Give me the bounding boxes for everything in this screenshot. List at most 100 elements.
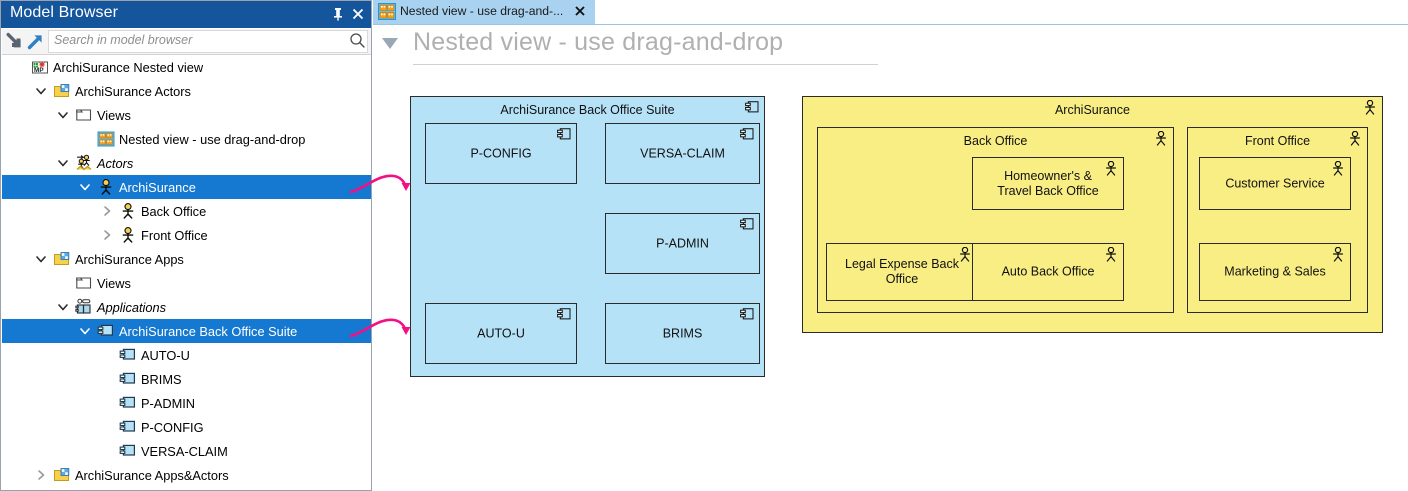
chevron-down-icon[interactable]	[56, 156, 70, 170]
collapse-all-icon[interactable]	[4, 31, 25, 52]
actor-icon	[960, 247, 970, 262]
chevron-right-icon[interactable]	[100, 228, 114, 242]
tree-item-archisurance-apps-actors[interactable]: ArchiSurance Apps&Actors	[2, 463, 371, 487]
actor-icon	[1333, 161, 1343, 176]
tree-item-label: ArchiSurance Actors	[75, 83, 191, 99]
component-icon	[119, 444, 136, 456]
actor-icon	[100, 179, 112, 195]
svg-text:MP: MP	[34, 67, 44, 74]
view-title: Nested view - use drag-and-drop	[413, 28, 784, 56]
actor-icon	[1365, 100, 1375, 115]
tab-nested-view[interactable]: Nested view - use drag-and-...	[373, 0, 595, 24]
editor-tabstrip: Nested view - use drag-and-...	[373, 0, 1408, 25]
node-label: Customer Service	[1225, 176, 1325, 190]
node-label: Homeowner's & Travel Back Office	[997, 168, 1099, 198]
node-auto-u[interactable]: AUTO-U	[425, 303, 577, 364]
actor-icon	[122, 203, 134, 219]
pin-icon[interactable]	[329, 5, 347, 23]
link-with-editor-icon[interactable]	[25, 31, 46, 52]
tree-item-label: Views	[97, 275, 131, 291]
model-browser-panel: Model Browser	[0, 0, 372, 491]
component-icon	[119, 372, 136, 384]
tree-item-auto-u[interactable]: AUTO-U	[2, 343, 371, 367]
actor-icon	[1106, 247, 1116, 262]
folder-model-icon	[54, 84, 70, 97]
close-icon[interactable]	[573, 4, 587, 18]
node-front-office[interactable]: Front Office Customer Service Marketi	[1187, 127, 1368, 313]
node-label: P-CONFIG	[470, 146, 532, 160]
tree-item-p-admin[interactable]: P-ADMIN	[2, 391, 371, 415]
tree-item-archisurance-back-office-suite[interactable]: ArchiSurance Back Office Suite	[2, 319, 371, 343]
tree-item-label: Applications	[97, 299, 167, 315]
tree-item-applications[interactable]: Applications	[2, 295, 371, 319]
tree-item-archisurance[interactable]: ArchiSurance	[2, 175, 371, 199]
actor-icon	[1106, 161, 1116, 176]
node-auto-back-office[interactable]: Auto Back Office	[972, 243, 1124, 301]
node-label: AUTO-U	[477, 326, 525, 340]
tree-item-p-config[interactable]: P-CONFIG	[2, 415, 371, 439]
chevron-down-icon[interactable]	[34, 252, 48, 266]
tree-item-archisurance-apps[interactable]: ArchiSurance Apps	[2, 247, 371, 271]
tree-item-label: ArchiSurance Nested view	[53, 59, 204, 75]
chevron-down-icon[interactable]	[56, 108, 70, 122]
chevron-right-icon[interactable]	[34, 468, 48, 482]
component-icon	[119, 348, 136, 360]
tree-item-nested-view-use-drag-and-drop[interactable]: Nested view - use drag-and-drop	[2, 127, 371, 151]
tree-item-label: ArchiSurance Apps&Actors	[75, 467, 229, 483]
node-customer-service[interactable]: Customer Service	[1199, 157, 1351, 210]
node-homeowners-travel-back-office[interactable]: Homeowner's & Travel Back Office	[972, 157, 1124, 210]
chevron-right-icon[interactable]	[100, 204, 114, 218]
node-label: P-ADMIN	[656, 236, 709, 250]
diagram-canvas[interactable]: ArchiSurance Back Office Suite P-CONFIG	[373, 69, 1408, 491]
search-input[interactable]	[48, 30, 368, 53]
model-browser-toolbar: Search in model browser	[2, 29, 371, 55]
tree-item-views[interactable]: Views	[2, 103, 371, 127]
tree-item-label: ArchiSurance Apps	[75, 251, 184, 267]
node-actor-group[interactable]: ArchiSurance Back Office Homeowner's & T…	[802, 96, 1383, 333]
tree-item-archisurance-actors[interactable]: ArchiSurance Actors	[2, 79, 371, 103]
tree-item-versa-claim[interactable]: VERSA-CLAIM	[2, 439, 371, 463]
chevron-down-icon[interactable]	[56, 300, 70, 314]
arrow-back-office-suite	[349, 318, 411, 338]
close-icon[interactable]	[349, 5, 367, 23]
actors-group-icon	[76, 154, 92, 171]
tree-item-label: Views	[97, 107, 131, 123]
component-icon	[740, 218, 754, 230]
node-marketing-sales[interactable]: Marketing & Sales	[1199, 243, 1351, 301]
node-p-admin[interactable]: P-ADMIN	[605, 213, 760, 274]
search-icon[interactable]	[349, 32, 366, 49]
tree-item-front-office[interactable]: Front Office	[2, 223, 371, 247]
tree-item-views[interactable]: Views	[2, 271, 371, 295]
search-placeholder: Search in model browser	[54, 33, 193, 47]
folder-icon	[76, 277, 92, 289]
node-p-config[interactable]: P-CONFIG	[425, 123, 577, 184]
arrow-archisurance-actor	[349, 174, 411, 194]
view-icon	[97, 131, 115, 147]
node-legal-expense-back-office[interactable]: Legal Expense Back Office	[826, 243, 978, 301]
chevron-down-icon[interactable]	[78, 180, 92, 194]
component-icon	[119, 420, 136, 432]
tree-item-brims[interactable]: BRIMS	[2, 367, 371, 391]
tree-item-archisurance-nested-view[interactable]: MP ArchiSurance Nested view	[2, 55, 371, 79]
node-brims[interactable]: BRIMS	[605, 303, 760, 364]
node-back-office[interactable]: Back Office Homeowner's & Travel Back Of…	[817, 127, 1174, 313]
tree-item-label: P-ADMIN	[141, 395, 196, 411]
folder-model-icon	[54, 252, 70, 265]
component-icon	[97, 324, 114, 336]
tree-item-label: BRIMS	[141, 371, 182, 387]
tree-item-actors[interactable]: Actors	[2, 151, 371, 175]
chevron-down-icon[interactable]	[78, 324, 92, 338]
tree-item-back-office[interactable]: Back Office	[2, 199, 371, 223]
view-header: Nested view - use drag-and-drop	[373, 24, 1408, 69]
node-application-group[interactable]: ArchiSurance Back Office Suite P-CONFIG	[410, 96, 765, 377]
editor-area: Nested view - use drag-and-... Nested vi…	[373, 0, 1408, 491]
node-label: Marketing & Sales	[1224, 264, 1326, 279]
node-versa-claim[interactable]: VERSA-CLAIM	[605, 123, 760, 184]
chevron-down-icon[interactable]	[34, 84, 48, 98]
tree-item-label: ArchiSurance	[119, 179, 196, 195]
component-icon	[557, 308, 571, 320]
folder-icon	[76, 109, 92, 121]
triangle-down-icon[interactable]	[379, 33, 401, 53]
view-title-underline	[413, 64, 878, 65]
